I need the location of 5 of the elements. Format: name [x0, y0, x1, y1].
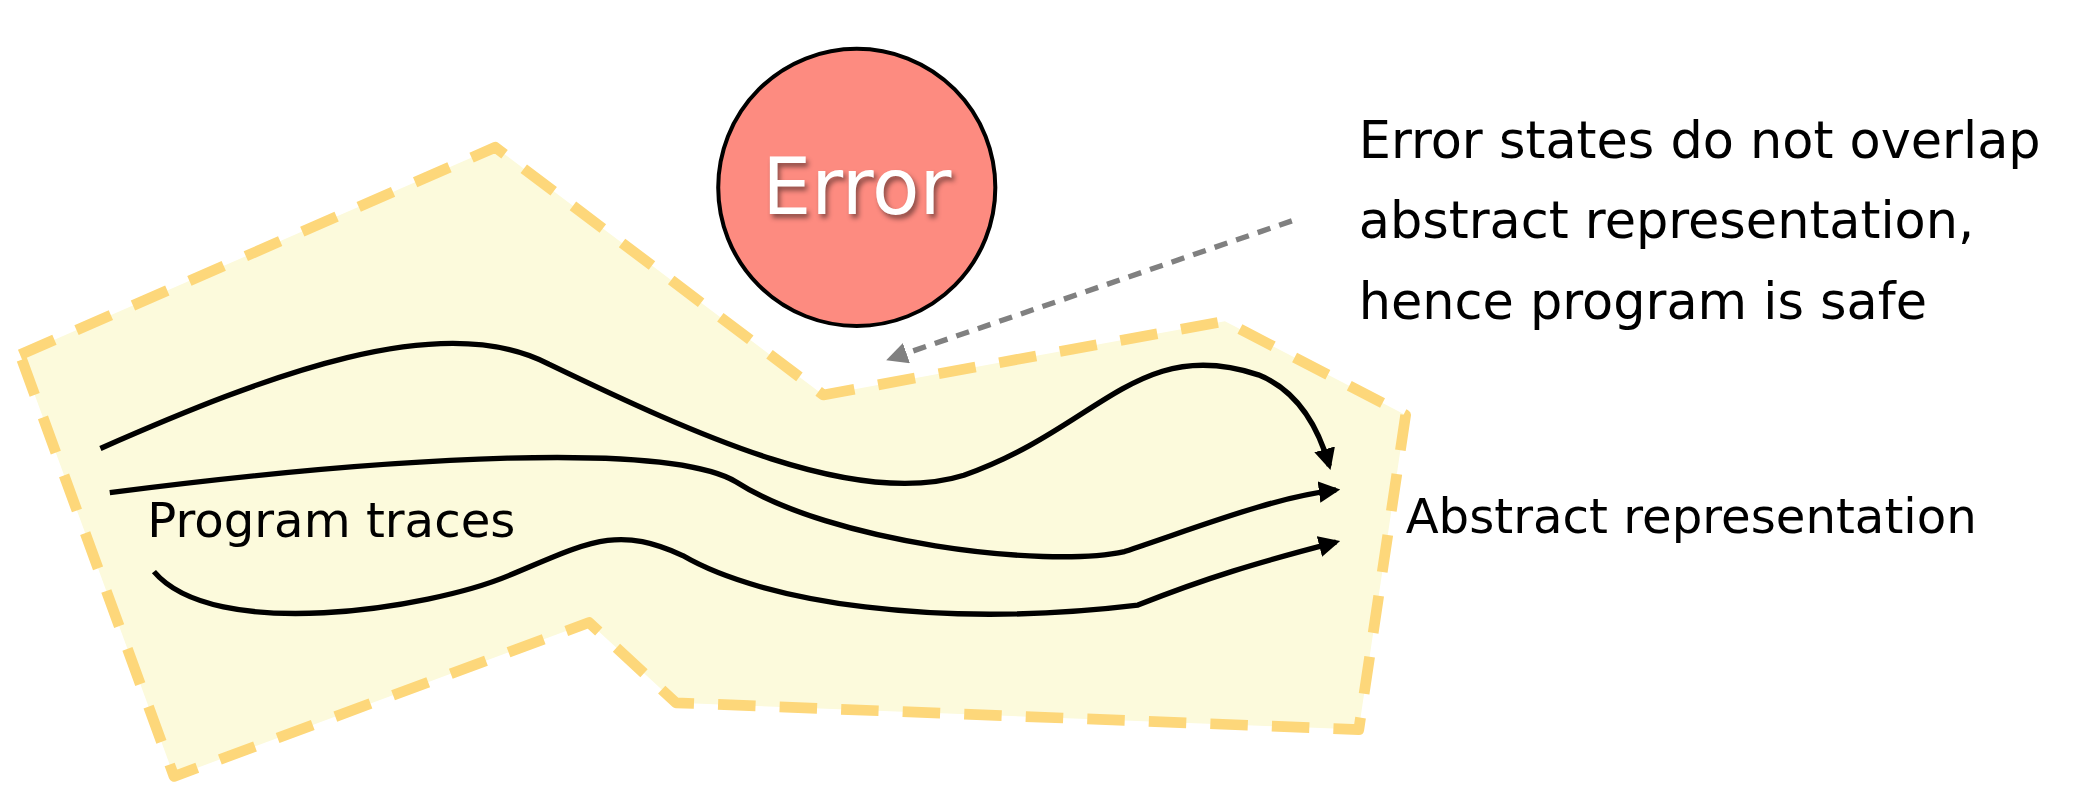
region-label: Abstract representation [1405, 488, 1977, 544]
error-circle: Error [716, 46, 998, 328]
leader-line [886, 218, 1293, 364]
callout-text: Error states do not overlap abstract representation, hence program is safe [1358, 100, 2089, 355]
trace-label: Program traces [147, 492, 516, 548]
